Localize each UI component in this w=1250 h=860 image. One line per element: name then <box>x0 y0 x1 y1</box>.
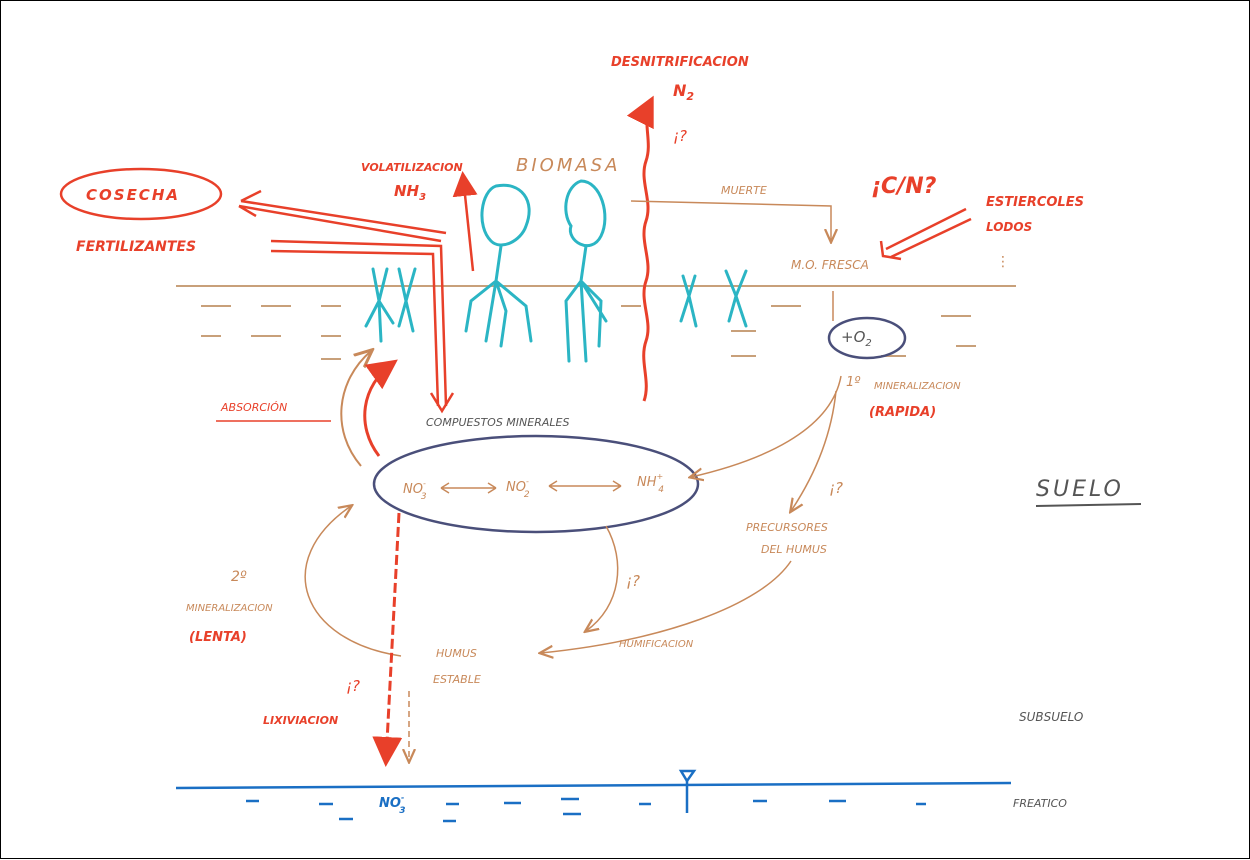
label-freatico: FREATICO <box>1013 797 1067 810</box>
label-subsuelo: SUBSUELO <box>1019 710 1083 724</box>
label-lenta: (LENTA) <box>189 630 247 645</box>
label-del-humus: DEL HUMUS <box>761 543 827 556</box>
oxygen-oval <box>827 316 907 360</box>
label-estable: ESTABLE <box>433 673 481 686</box>
plant-biomass-drawings <box>364 179 748 363</box>
suelo-underline <box>1035 503 1142 507</box>
mineral-compounds-oval <box>372 434 700 534</box>
death-arrow <box>630 200 831 241</box>
precursor-arrow <box>791 390 837 511</box>
harvest-arrow <box>238 189 447 243</box>
label-desnitrificacion: DESNITRIFICACION <box>611 55 749 70</box>
slow-mineralization-arrow <box>304 506 402 657</box>
label-ellipsis: ⋮ <box>996 254 1010 270</box>
label-precursores: PRECURSORES <box>746 521 828 534</box>
label-biomasa: BIOMASA <box>516 155 620 176</box>
label-2nd-number: 2º <box>231 569 247 585</box>
fast-mineralization-arrow <box>691 375 842 477</box>
label-fertilizantes: FERTILIZANTES <box>76 239 196 255</box>
label-nitrate: NO-3 <box>403 479 427 502</box>
label-cn-ratio: ¡C/N? <box>871 174 937 199</box>
label-question-lixiviacion: ¡? <box>346 677 360 695</box>
groundwater-dashes <box>246 797 926 823</box>
label-humificacion: HUMIFICACION <box>619 639 694 650</box>
manure-input-arrow <box>879 207 972 261</box>
label-volatilizacion: VOLATILIZACION <box>361 161 463 174</box>
label-2nd-mineralizacion: MINERALIZACION <box>186 603 273 614</box>
label-cosecha: COSECHA <box>86 186 180 204</box>
label-1st-number: 1º <box>846 375 860 390</box>
label-question-humificacion: ¡? <box>626 572 640 590</box>
label-question-precursores: ¡? <box>829 479 843 497</box>
label-lixiviacion: LIXIVIACION <box>263 714 338 727</box>
label-compuestos-minerales: COMPUESTOS MINERALES <box>426 416 569 429</box>
label-lodos: LODOS <box>986 220 1032 234</box>
label-question-denitrification: ¡? <box>673 127 687 145</box>
humification-arrow-from-minerals <box>586 525 619 631</box>
leaching-arrow <box>372 512 403 767</box>
label-absorcion: ABSORCIÓN <box>220 401 287 414</box>
label-nitrite: NO-2 <box>506 477 530 500</box>
nitrogen-interconversion-arrows <box>440 480 622 494</box>
fertilizer-arrow <box>270 239 455 414</box>
label-estiercoles: ESTIERCOLES <box>986 195 1084 210</box>
humification-arrow-from-precursors <box>541 560 792 653</box>
label-suelo: SUELO <box>1036 477 1124 502</box>
label-1st-mineralizacion: MINERALIZACION <box>874 381 961 392</box>
absorption-arrow-red <box>363 359 398 457</box>
soil-texture-dashes <box>201 305 976 360</box>
label-humus: HUMUS <box>436 647 477 660</box>
label-ammonium: NH+4 <box>637 472 664 495</box>
water-table-marker <box>678 769 697 813</box>
label-nh3: NH3 <box>394 182 426 203</box>
label-mo-fresca: M.O. FRESCA <box>791 258 869 272</box>
cosecha-oval <box>59 167 223 221</box>
absorption-arrow-brown <box>340 351 371 467</box>
denitrification-arrow <box>626 95 654 402</box>
label-oxygen: +O2 <box>841 328 872 349</box>
volatilization-arrow <box>452 171 478 272</box>
label-nitrate-groundwater: NO-3 <box>379 793 406 816</box>
label-rapida: (RAPIDA) <box>869 405 936 420</box>
label-n2: N2 <box>673 81 694 103</box>
label-muerte: MUERTE <box>721 184 767 197</box>
water-table-line <box>175 781 1012 790</box>
